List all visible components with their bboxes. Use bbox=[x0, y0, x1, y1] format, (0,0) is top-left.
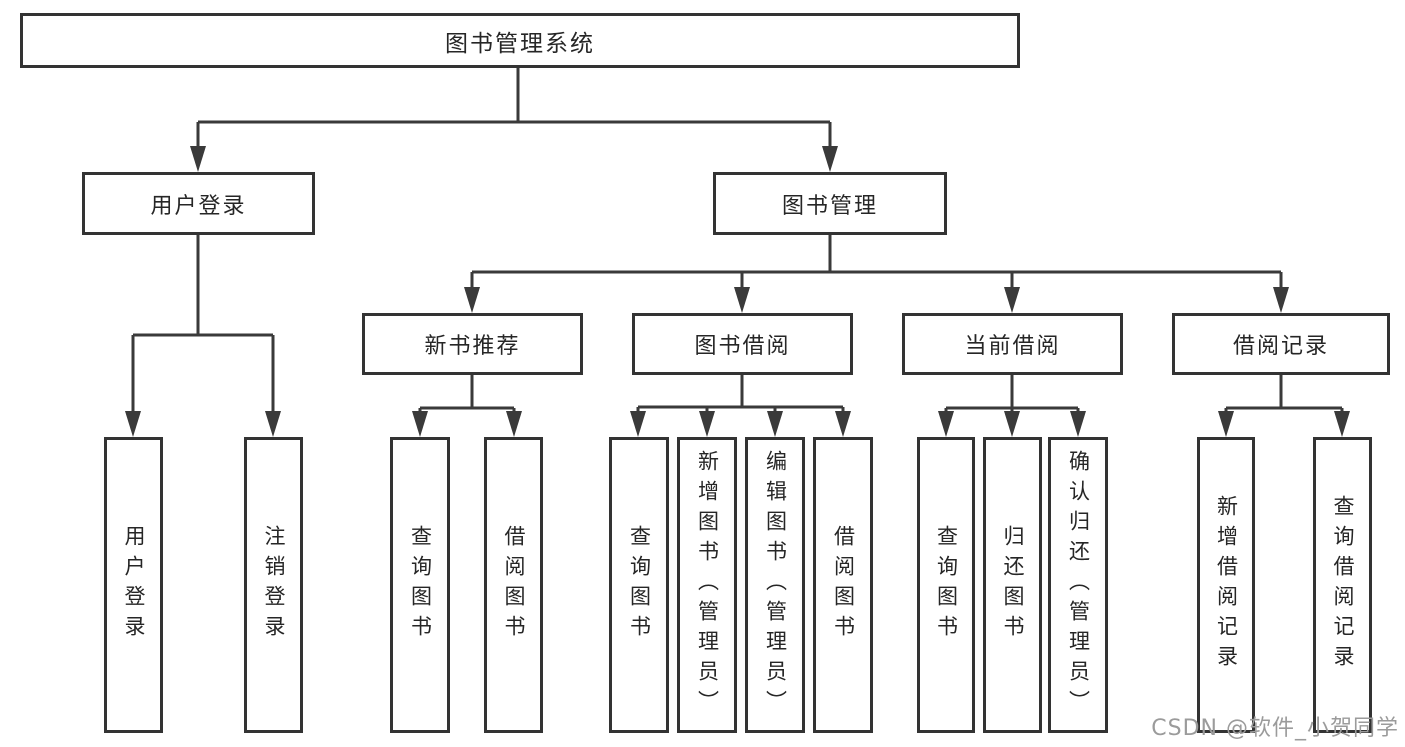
node-leaf-add-book-admin: 新增图书（管理员） bbox=[677, 437, 737, 733]
node-leaf-add-borrow-record: 新增借阅记录 bbox=[1197, 437, 1255, 733]
arrowhead-user-login-leaf bbox=[125, 411, 141, 437]
node-leaf-query-borrow-record: 查询借阅记录 bbox=[1313, 437, 1372, 733]
arrowhead-borrow-records bbox=[1273, 287, 1289, 313]
connector-user-login-to-leaves bbox=[131, 235, 275, 415]
arrowhead-add-book bbox=[699, 411, 715, 437]
arrowhead-book-borrowing bbox=[734, 287, 750, 313]
connector-book-borrowing-to-leaves bbox=[636, 375, 845, 415]
arrowhead-user-login-branch bbox=[190, 146, 206, 172]
node-leaf-edit-book-admin: 编辑图书（管理员） bbox=[745, 437, 805, 733]
node-leaf-confirm-return-admin: 确认归还（管理员） bbox=[1048, 437, 1108, 733]
arrowhead-current-query-books bbox=[938, 411, 954, 437]
node-user-login-branch: 用户登录 bbox=[82, 172, 315, 235]
node-library-system-root: 图书管理系统 bbox=[20, 13, 1020, 68]
connector-book-management-to-level3 bbox=[470, 235, 1283, 291]
node-leaf-logout: 注销登录 bbox=[244, 437, 303, 733]
node-new-book-recommend: 新书推荐 bbox=[362, 313, 583, 375]
arrowhead-current-borrowing bbox=[1004, 287, 1020, 313]
arrowhead-recommend-query-books bbox=[412, 411, 428, 437]
arrowhead-new-book-recommend bbox=[464, 287, 480, 313]
arrowhead-add-borrow-record bbox=[1218, 411, 1234, 437]
arrowhead-query-borrow-record bbox=[1334, 411, 1350, 437]
node-leaf-recommend-query-books: 查询图书 bbox=[390, 437, 450, 733]
arrowhead-confirm-return bbox=[1070, 411, 1086, 437]
node-leaf-borrowing-borrow-books: 借阅图书 bbox=[813, 437, 873, 733]
node-book-borrowing: 图书借阅 bbox=[632, 313, 853, 375]
arrowhead-edit-book bbox=[767, 411, 783, 437]
connector-new-book-recommend-to-leaves bbox=[418, 375, 516, 415]
connector-current-borrowing-to-leaves bbox=[944, 375, 1080, 415]
arrowhead-recommend-borrow-books bbox=[506, 411, 522, 437]
node-leaf-user-login: 用户登录 bbox=[104, 437, 163, 733]
node-leaf-current-query-books: 查询图书 bbox=[917, 437, 975, 733]
node-leaf-return-book: 归还图书 bbox=[983, 437, 1042, 733]
arrowhead-return-book bbox=[1004, 411, 1020, 437]
node-book-management: 图书管理 bbox=[713, 172, 947, 235]
connector-root-to-branches bbox=[196, 68, 832, 150]
arrowhead-borrowing-query-books bbox=[630, 411, 646, 437]
connector-borrow-records-to-leaves bbox=[1224, 375, 1344, 415]
node-current-borrowing: 当前借阅 bbox=[902, 313, 1123, 375]
arrowhead-book-management bbox=[822, 146, 838, 172]
node-leaf-recommend-borrow-books: 借阅图书 bbox=[484, 437, 543, 733]
arrowhead-borrowing-borrow-books bbox=[835, 411, 851, 437]
csdn-watermark: CSDN @软件_小贺同学 bbox=[1151, 716, 1399, 741]
node-leaf-borrowing-query-books: 查询图书 bbox=[609, 437, 669, 733]
node-borrow-records: 借阅记录 bbox=[1172, 313, 1390, 375]
arrowhead-logout-leaf bbox=[265, 411, 281, 437]
